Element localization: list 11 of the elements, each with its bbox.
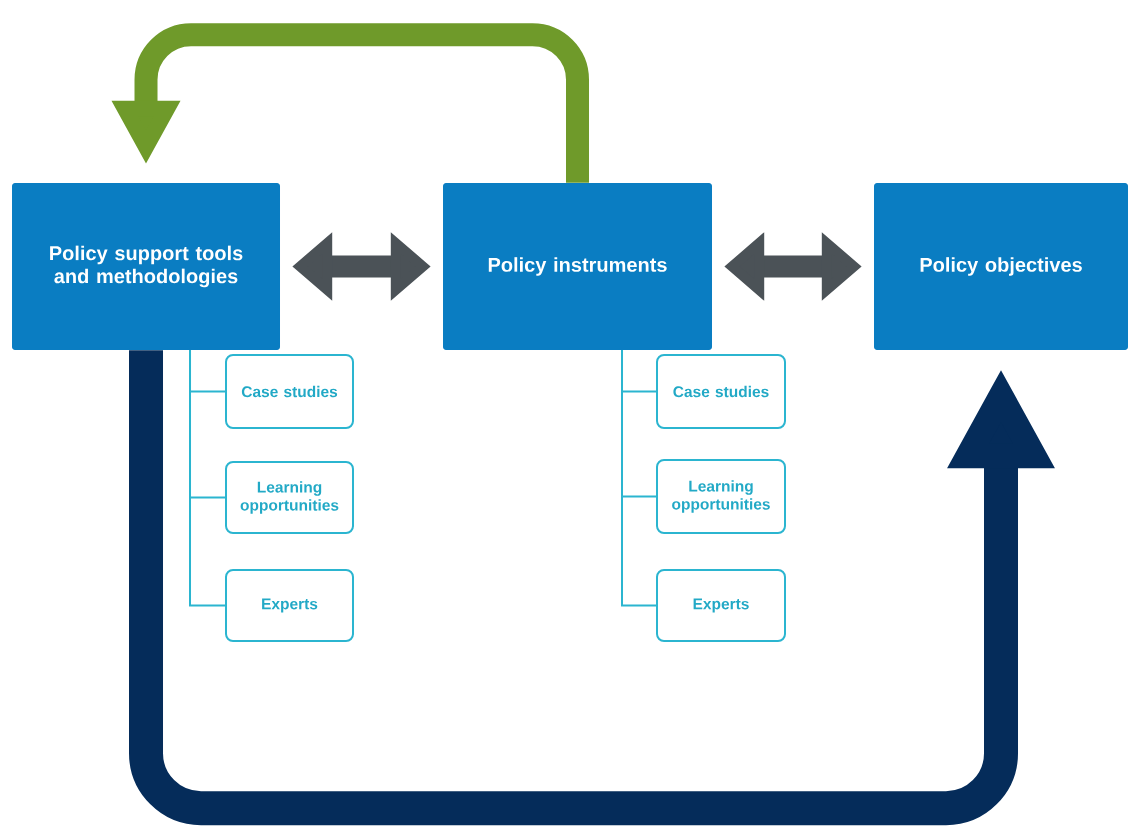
- main-box: Policy objectives: [874, 183, 1128, 350]
- topic-box: Learning opportunities: [656, 459, 786, 534]
- topic-box: Experts: [656, 569, 786, 642]
- topic-box: Case studies: [656, 354, 786, 429]
- topic-box: Experts: [225, 569, 354, 642]
- main-box: Policy support tools and methodologies: [12, 183, 280, 350]
- main-box: Policy instruments: [443, 183, 712, 350]
- topic-box: Learning opportunities: [225, 461, 354, 534]
- bracket-line: [189, 349, 226, 607]
- topic-box: Case studies: [225, 354, 354, 429]
- bracket-line: [621, 349, 657, 607]
